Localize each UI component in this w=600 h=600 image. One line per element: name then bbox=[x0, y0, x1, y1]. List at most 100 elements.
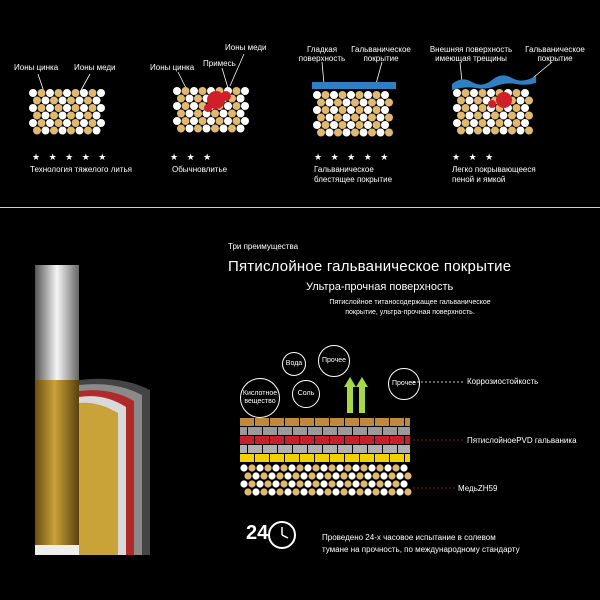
layer-brick bbox=[248, 427, 262, 435]
copper-atom bbox=[260, 488, 268, 496]
atom bbox=[207, 117, 215, 125]
atom bbox=[368, 128, 376, 137]
pipe-layers-illustration bbox=[35, 265, 150, 555]
layer-brick bbox=[308, 445, 322, 453]
atom bbox=[525, 96, 533, 105]
atom bbox=[330, 91, 338, 99]
copper-atom bbox=[320, 480, 328, 488]
atom bbox=[71, 104, 80, 112]
copper-atom bbox=[356, 488, 364, 496]
atom bbox=[457, 111, 465, 120]
layer-brick bbox=[360, 454, 374, 462]
atom bbox=[453, 104, 461, 112]
atom bbox=[321, 91, 330, 99]
atom bbox=[63, 104, 71, 112]
copper-atom bbox=[264, 464, 272, 472]
atom bbox=[80, 104, 88, 112]
atom bbox=[173, 117, 181, 125]
atom bbox=[364, 121, 372, 129]
layer-brick bbox=[353, 427, 367, 435]
atom bbox=[461, 119, 470, 127]
atom bbox=[512, 119, 521, 127]
copper-atom bbox=[340, 472, 348, 480]
copper-atom bbox=[344, 480, 352, 488]
atom-lattice-4 bbox=[452, 75, 536, 135]
copper-atom bbox=[252, 472, 260, 480]
layer-brick bbox=[390, 454, 404, 462]
copper-atom bbox=[384, 480, 392, 488]
copper-atom bbox=[296, 464, 304, 472]
copper-atom bbox=[268, 488, 276, 496]
layer-brick bbox=[345, 418, 359, 426]
label-corrosion-resistance: Коррозиостойкость bbox=[467, 377, 539, 386]
layer-brick bbox=[405, 436, 410, 444]
atom bbox=[525, 126, 533, 135]
atom bbox=[525, 111, 533, 120]
atom bbox=[453, 89, 461, 97]
layer-brick bbox=[375, 436, 389, 444]
atom bbox=[232, 117, 241, 125]
atom bbox=[338, 106, 347, 114]
copper-atom bbox=[300, 488, 308, 496]
atom bbox=[46, 104, 54, 112]
layer-brick bbox=[300, 418, 314, 426]
atom bbox=[376, 128, 385, 137]
atom bbox=[84, 126, 92, 135]
copper-atom bbox=[324, 472, 332, 480]
atom bbox=[67, 111, 75, 120]
salt-spray-test-text: Проведено 24-х часовое испытание в солев… bbox=[322, 533, 520, 554]
atom bbox=[63, 119, 71, 127]
layer-brick bbox=[278, 445, 292, 453]
atom bbox=[457, 126, 465, 135]
layer-brick bbox=[353, 445, 367, 453]
atom bbox=[521, 89, 529, 97]
layer-brick bbox=[255, 454, 269, 462]
copper-atom bbox=[392, 464, 400, 472]
layer-brick bbox=[240, 445, 247, 453]
atom bbox=[177, 124, 185, 133]
atom bbox=[470, 104, 478, 112]
caption-line: пеной и ямкой bbox=[452, 175, 506, 184]
copper-atom bbox=[364, 488, 372, 496]
atom bbox=[63, 89, 71, 97]
atom bbox=[457, 96, 465, 105]
atom bbox=[508, 111, 516, 120]
atom bbox=[364, 91, 372, 99]
atom bbox=[499, 111, 508, 120]
atom bbox=[461, 89, 470, 97]
layer-brick bbox=[270, 436, 284, 444]
atom bbox=[177, 109, 185, 118]
atom bbox=[84, 111, 92, 120]
atom bbox=[185, 109, 194, 118]
layer-brick bbox=[308, 427, 322, 435]
atom bbox=[54, 104, 63, 112]
atom bbox=[351, 128, 359, 137]
main-title: Пятислойное гальваническое покрытие bbox=[228, 258, 512, 275]
layer-brick bbox=[240, 436, 254, 444]
copper-atom bbox=[280, 464, 288, 472]
atom bbox=[364, 106, 372, 114]
atom bbox=[173, 87, 181, 95]
copper-atom bbox=[296, 480, 304, 488]
copper-atom bbox=[288, 480, 296, 488]
atom bbox=[478, 104, 487, 112]
copper-atom bbox=[240, 480, 248, 488]
defect-particle bbox=[496, 92, 512, 108]
label-impurity: Примесь bbox=[203, 59, 236, 68]
lines-panel1 bbox=[37, 73, 91, 93]
layer-brick bbox=[323, 427, 337, 435]
atom bbox=[92, 111, 101, 120]
layer-brick bbox=[360, 436, 374, 444]
atom bbox=[359, 128, 368, 137]
copper-atom bbox=[280, 480, 288, 488]
atom bbox=[29, 119, 37, 127]
atom bbox=[41, 111, 50, 120]
atom bbox=[67, 126, 75, 135]
atom bbox=[334, 98, 342, 107]
atom bbox=[342, 98, 351, 107]
atom bbox=[381, 91, 389, 99]
atom bbox=[347, 121, 355, 129]
atom bbox=[224, 102, 232, 110]
copper-atom bbox=[352, 480, 360, 488]
atom bbox=[385, 98, 393, 107]
